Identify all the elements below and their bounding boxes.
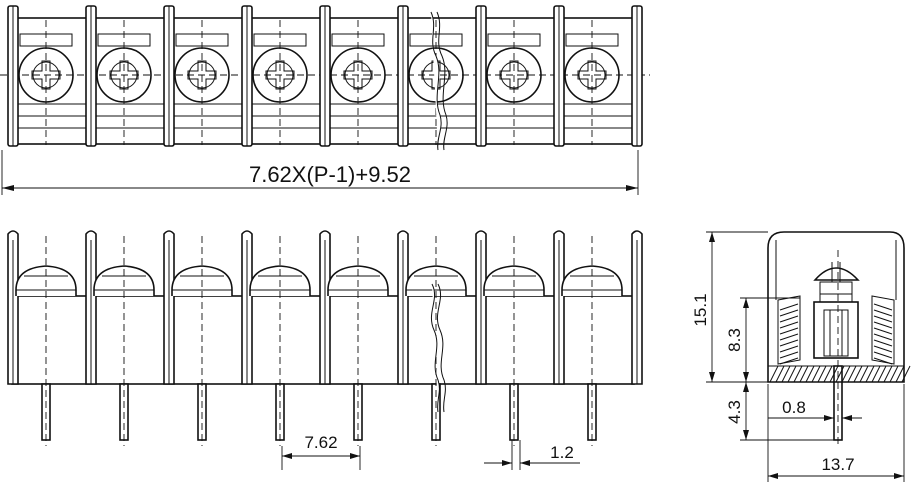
screw-cross-slot <box>577 60 607 90</box>
side-screw-head <box>813 267 860 281</box>
screw-cross-slot <box>31 60 61 90</box>
side-height-dimensions: 15.1 8.3 4.3 <box>691 231 834 441</box>
screw-cross-slot <box>109 60 139 90</box>
height-total-label: 15.1 <box>691 293 710 326</box>
pin-length-label: 4.3 <box>725 400 744 424</box>
top-break-line <box>430 11 442 151</box>
side-left-wall <box>777 295 801 365</box>
pin-thickness-dimension: 0.8 <box>768 398 862 421</box>
pin-thickness-label: 0.8 <box>782 398 806 417</box>
pin-width-label: 1.2 <box>550 443 574 462</box>
height-body-label: 8.3 <box>725 328 744 352</box>
side-right-wall <box>871 295 895 365</box>
pin-width-dimension: 1.2 <box>484 440 580 470</box>
screw-cross-slot <box>187 60 217 90</box>
pitch-label: 7.62 <box>304 433 337 452</box>
depth-label: 13.7 <box>821 455 854 474</box>
screw-cross-slot <box>265 60 295 90</box>
front-view <box>7 230 643 446</box>
front-break-line <box>430 283 440 413</box>
side-clamp <box>813 301 859 359</box>
screw-cross-slot <box>499 60 529 90</box>
side-housing <box>767 231 905 383</box>
pitch-dimension: 7.62 <box>281 433 361 470</box>
screw-cross-slot <box>343 60 373 90</box>
overall-length-label: 7.62X(P-1)+9.52 <box>249 162 411 187</box>
depth-dimension: 13.7 <box>767 384 905 482</box>
top-view <box>0 5 650 151</box>
screw-cross-slot <box>421 60 451 90</box>
side-view <box>767 231 911 448</box>
overall-length-dimension: 7.62X(P-1)+9.52 <box>1 150 639 195</box>
